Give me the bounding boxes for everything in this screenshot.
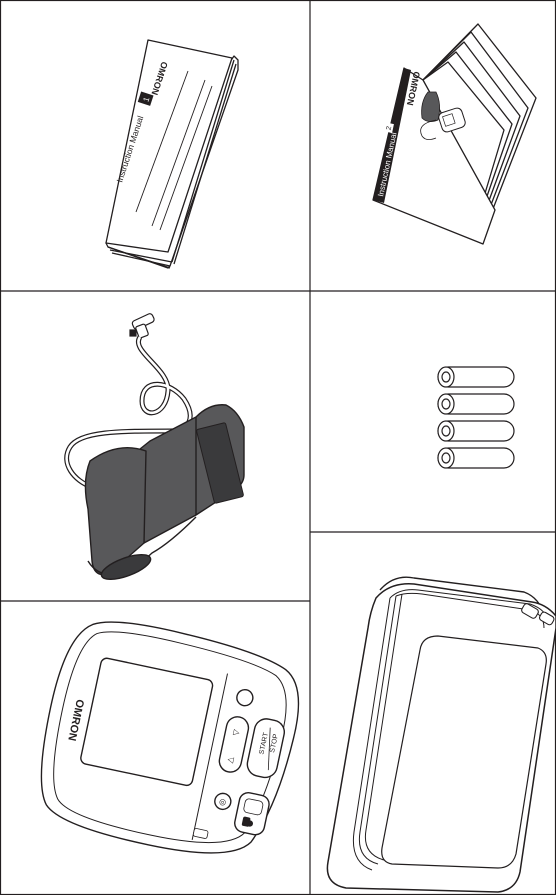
battery [438, 448, 514, 468]
case-cell [310, 532, 556, 895]
manual-1-cell: 1 Instruction Manual OMRON [0, 0, 310, 291]
cuff-connector [130, 313, 155, 339]
monitor-display [80, 657, 214, 786]
instruction-manual-2-illustration: Instruction Manual 2 OMRON [310, 0, 556, 291]
cuff-cell [0, 291, 310, 601]
blood-pressure-monitor-illustration: ▷ ◁ START STOP ◎ OMRON [0, 601, 310, 895]
batteries-illustration [310, 291, 556, 532]
battery [438, 394, 514, 414]
battery [438, 421, 514, 441]
arm-cuff-illustration [0, 291, 310, 601]
battery [438, 367, 514, 387]
case-body [327, 584, 556, 892]
monitor-cell: ▷ ◁ START STOP ◎ OMRON [0, 601, 310, 895]
batteries-cell [310, 291, 556, 532]
instruction-manual-1-illustration: 1 Instruction Manual OMRON [0, 0, 310, 291]
manual-2-cell: Instruction Manual 2 OMRON [310, 0, 556, 291]
storage-case-illustration [310, 532, 556, 895]
